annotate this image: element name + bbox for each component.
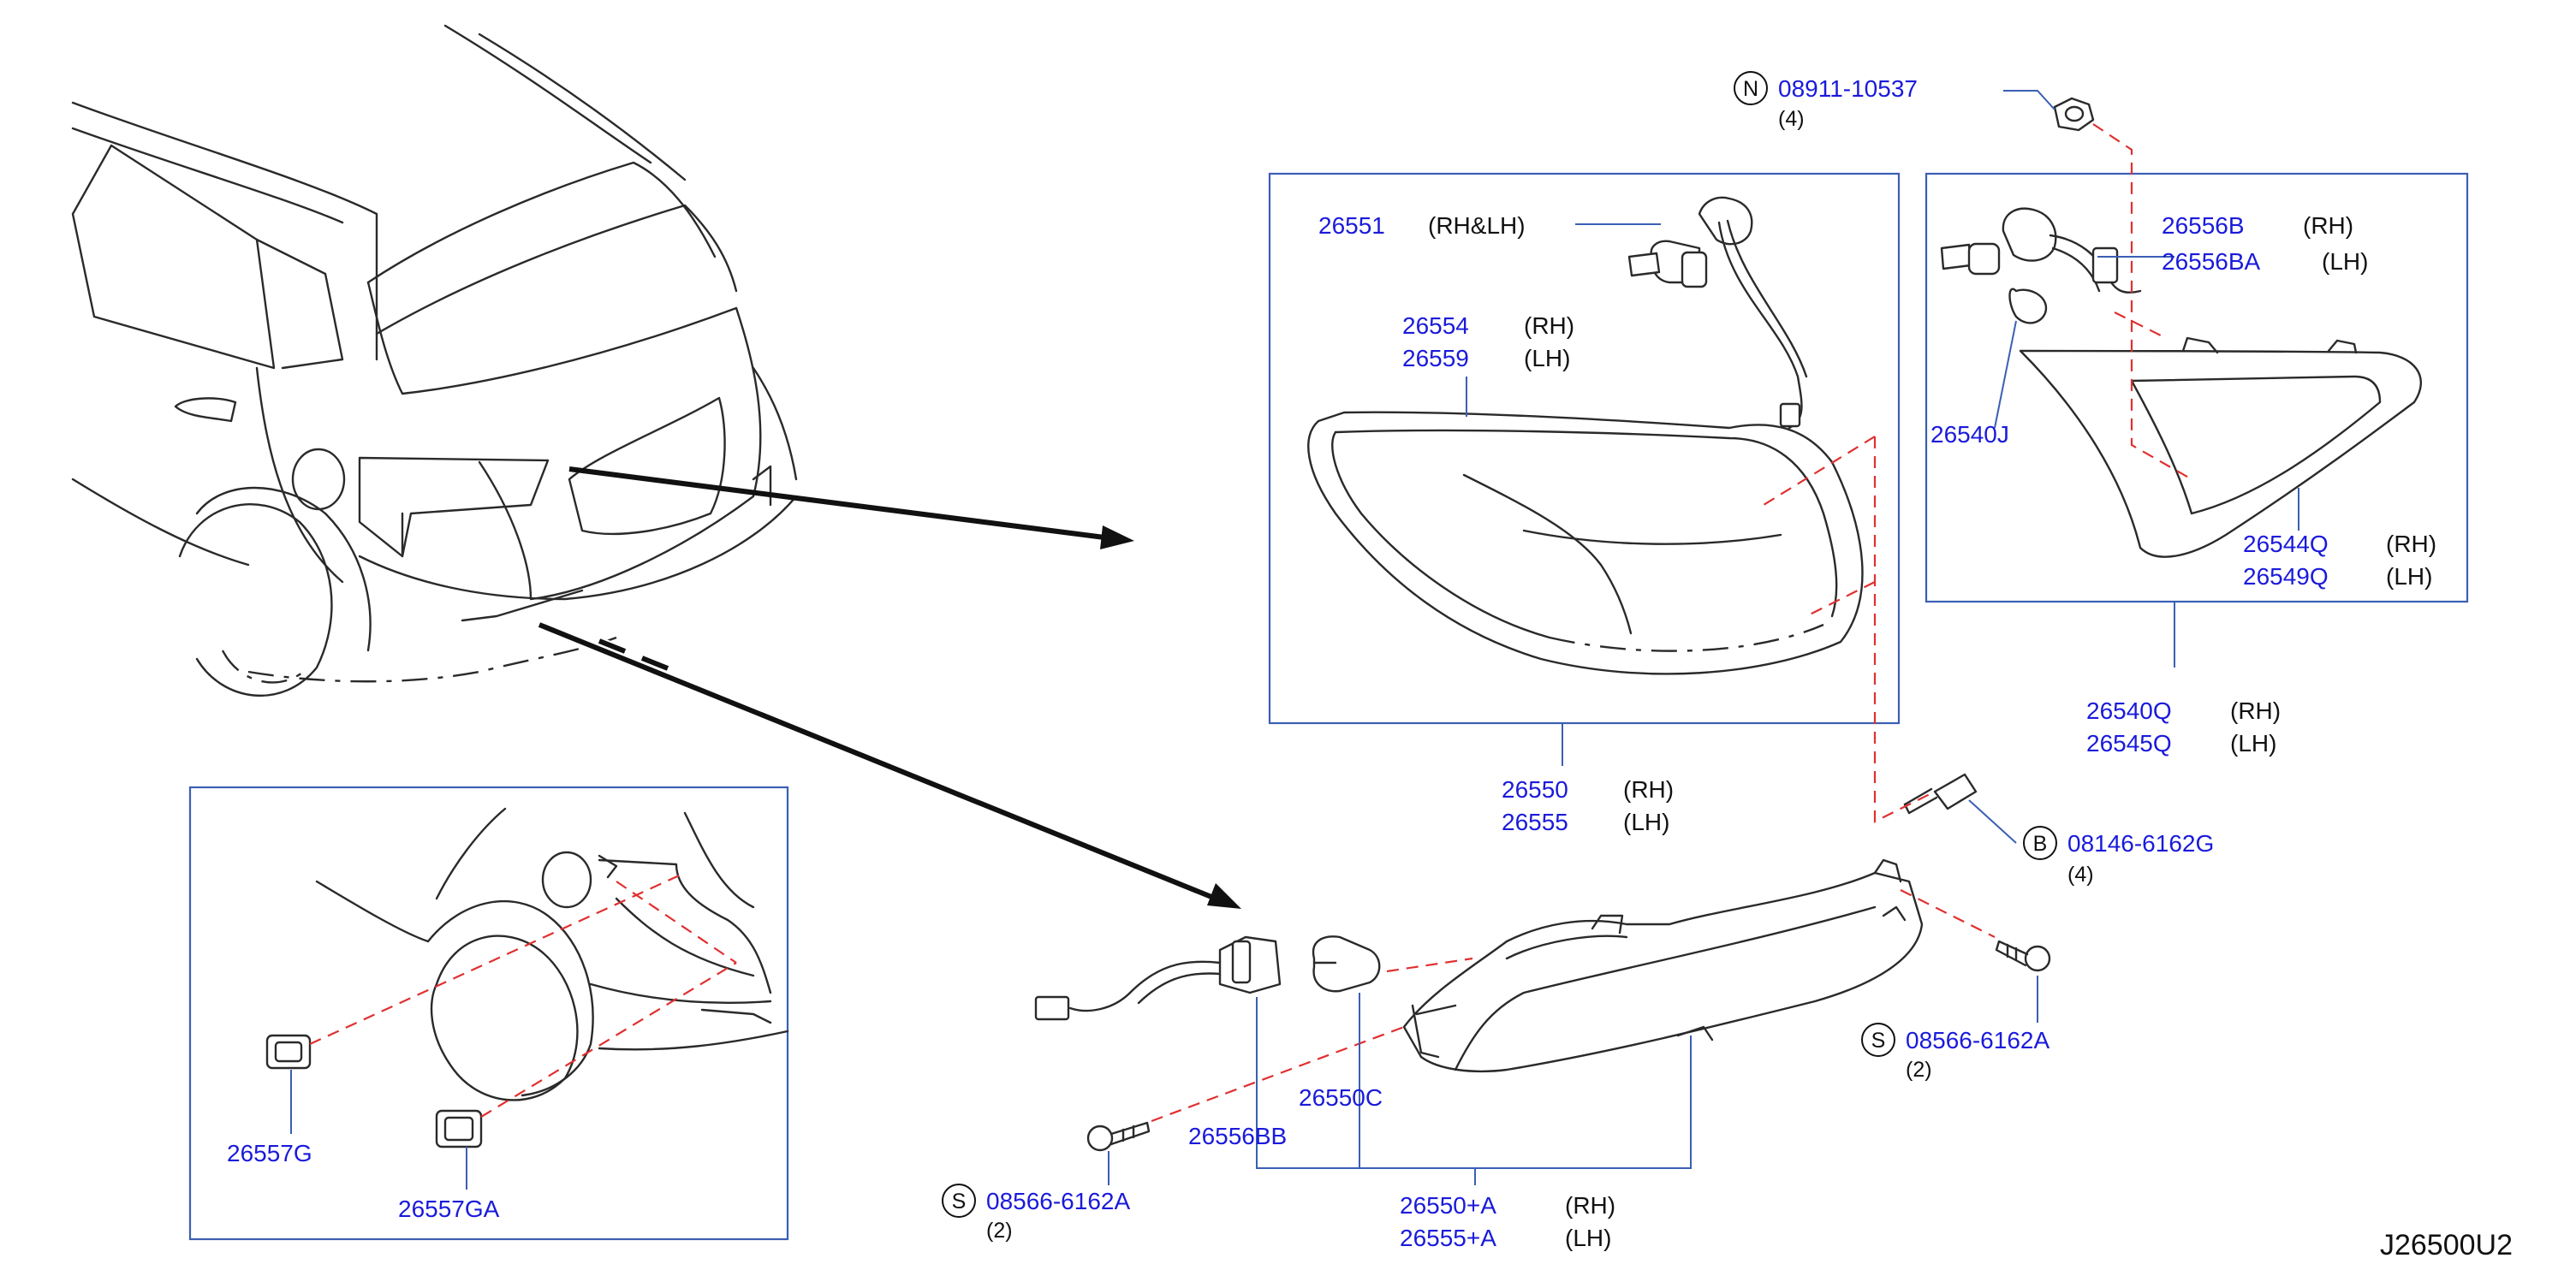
callout-26550A-26555A: 26550+A (RH) 26555+A (LH) bbox=[1400, 1192, 1615, 1251]
clip-guide-lines bbox=[309, 871, 737, 1118]
part-number-lh: 26556BA bbox=[2162, 248, 2261, 275]
screw-right-hardware bbox=[1995, 940, 2051, 972]
socket-harness-26556B bbox=[1940, 207, 2142, 324]
part-number-lh: 26549Q bbox=[2243, 563, 2329, 590]
part-number-lh: 26545Q bbox=[2086, 730, 2172, 757]
part-number-rh: 26554 bbox=[1402, 312, 1469, 339]
part-number-rh: 26544Q bbox=[2243, 531, 2329, 557]
inner-lamp-illustration bbox=[2019, 336, 2423, 558]
hardware-letter: N bbox=[1743, 77, 1758, 101]
bolt-hardware bbox=[1903, 773, 1978, 815]
callout-26551: 26551 (RH&LH) bbox=[1318, 212, 1526, 239]
clip-26557G bbox=[265, 1034, 312, 1070]
nut-hardware bbox=[2053, 97, 2095, 132]
clip-inset-illustration bbox=[315, 807, 789, 1101]
side-lh: (LH) bbox=[2322, 248, 2368, 275]
side-rh: (RH) bbox=[2230, 697, 2281, 724]
callout-26550C: 26550C bbox=[1299, 1084, 1383, 1111]
quantity: (2) bbox=[1906, 1058, 1932, 1082]
side-rh: (RH) bbox=[1524, 312, 1574, 339]
part-number: 08911-10537 bbox=[1778, 75, 1918, 102]
hardware-letter: S bbox=[1871, 1029, 1886, 1053]
side-lh: (LH) bbox=[1524, 345, 1570, 371]
quantity: (4) bbox=[2067, 863, 2094, 887]
callout-nut: N 08911-10537 (4) bbox=[1734, 71, 1918, 131]
side-lh: (LH) bbox=[2230, 730, 2276, 757]
part-number: 26550C bbox=[1299, 1084, 1383, 1111]
vehicle-rear-illustration bbox=[71, 24, 798, 697]
part-number: 08566-6162A bbox=[1906, 1027, 2049, 1053]
outer-lamp-group-box bbox=[1268, 172, 1901, 725]
socket-harness-26551 bbox=[1627, 196, 1808, 430]
assembly-guide-lines bbox=[1151, 123, 2192, 1123]
quantity: (2) bbox=[986, 1219, 1013, 1243]
callout-screw-right: S 08566-6162A (2) bbox=[1861, 1023, 2049, 1082]
callout-26550-26555: 26550 (RH) 26555 (LH) bbox=[1502, 776, 1674, 835]
callout-26556B-26556BA: 26556B (RH) 26556BA (LH) bbox=[2162, 212, 2368, 275]
callout-screw-left: S 08566-6162A (2) bbox=[942, 1184, 1130, 1243]
part-number: 08146-6162G bbox=[2067, 830, 2214, 857]
part-number: 26551 bbox=[1318, 212, 1385, 239]
side-rh: (RH) bbox=[2386, 531, 2436, 557]
side-note: (RH&LH) bbox=[1428, 212, 1526, 239]
part-number: 26557GA bbox=[398, 1196, 500, 1222]
side-lh: (LH) bbox=[2386, 563, 2432, 590]
part-number-lh: 26555 bbox=[1502, 809, 1568, 835]
hardware-letter: S bbox=[952, 1190, 967, 1214]
part-number-lh: 26559 bbox=[1402, 345, 1469, 371]
side-rh: (RH) bbox=[2303, 212, 2353, 239]
callout-26557G: 26557G bbox=[227, 1140, 312, 1166]
callout-26557GA: 26557GA bbox=[398, 1196, 500, 1222]
outer-tail-lamp-illustration bbox=[1307, 411, 1864, 675]
hardware-letter: B bbox=[2033, 832, 2048, 856]
rear-combination-lamp-illustration bbox=[1402, 858, 1924, 1073]
part-number: 26557G bbox=[227, 1140, 312, 1166]
leader-lines bbox=[290, 90, 2299, 1190]
screw-left-hardware bbox=[1086, 1121, 1151, 1152]
callout-26556BB: 26556BB bbox=[1188, 1123, 1287, 1149]
pointer-arrows bbox=[538, 466, 1241, 909]
side-rh: (RH) bbox=[1565, 1192, 1615, 1219]
callout-26540Q-26545Q: 26540Q (RH) 26545Q (LH) bbox=[2086, 697, 2281, 757]
part-number: 26540J bbox=[1931, 421, 2009, 448]
side-lh: (LH) bbox=[1565, 1225, 1611, 1251]
part-number-rh: 26550+A bbox=[1400, 1192, 1496, 1219]
clip-26557GA bbox=[435, 1109, 483, 1148]
callout-26554-26559: 26554 (RH) 26559 (LH) bbox=[1402, 312, 1574, 371]
diagram-code: J26500U2 bbox=[2380, 1229, 2513, 1261]
part-number-rh: 26550 bbox=[1502, 776, 1568, 803]
part-number-rh: 26556B bbox=[2162, 212, 2245, 239]
part-number-lh: 26555+A bbox=[1400, 1225, 1496, 1251]
bulb-26550C bbox=[1312, 935, 1381, 993]
clip-inset-box bbox=[188, 786, 789, 1241]
part-number: 08566-6162A bbox=[986, 1188, 1130, 1214]
socket-26556BB bbox=[1034, 935, 1282, 1021]
quantity: (4) bbox=[1778, 107, 1805, 131]
part-number: 26556BB bbox=[1188, 1123, 1287, 1149]
callout-26544Q-26549Q: 26544Q (RH) 26549Q (LH) bbox=[2243, 531, 2436, 590]
side-lh: (LH) bbox=[1623, 809, 1669, 835]
side-rh: (RH) bbox=[1623, 776, 1674, 803]
callout-bolt: B 08146-6162G (4) bbox=[2023, 826, 2214, 887]
inner-lamp-group-box bbox=[1925, 172, 2469, 603]
callout-26540J: 26540J bbox=[1931, 421, 2009, 448]
part-number-rh: 26540Q bbox=[2086, 697, 2172, 724]
